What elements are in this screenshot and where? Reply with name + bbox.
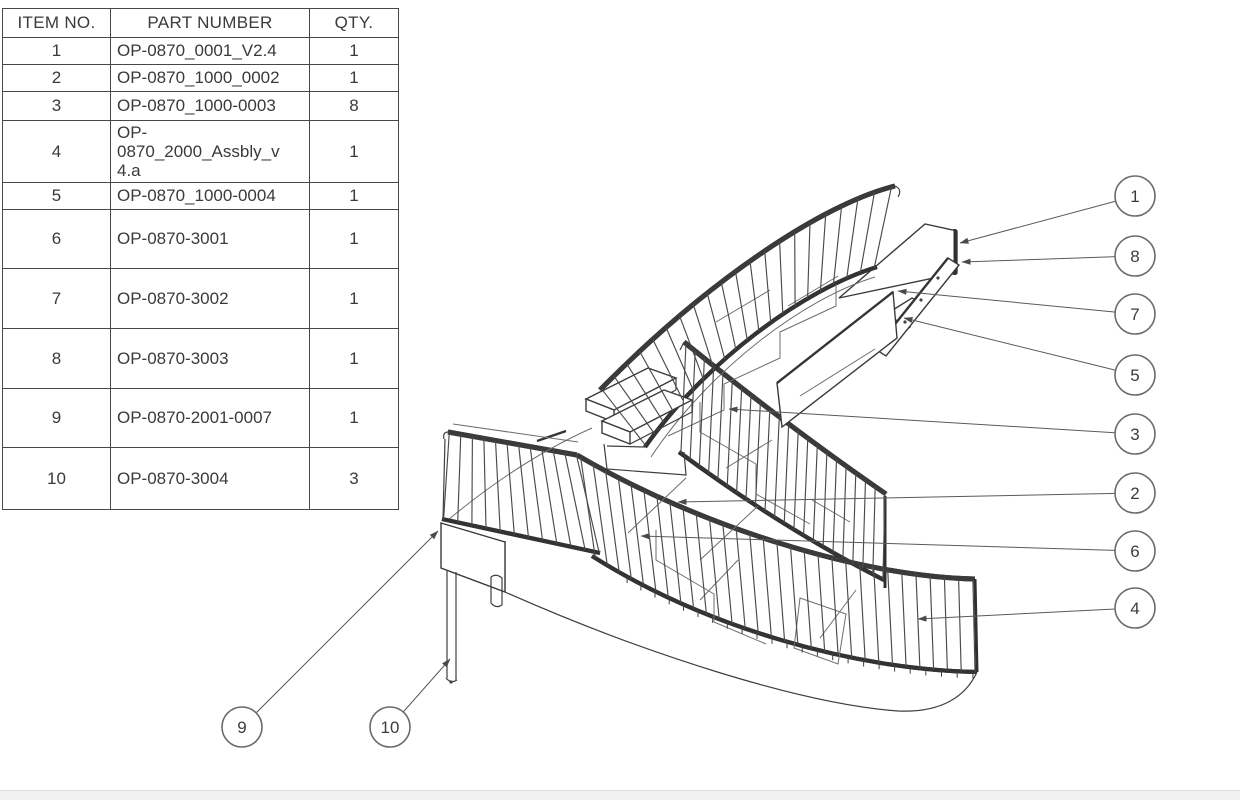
leader-line-3 [728,406,1136,435]
leader-line-7 [897,288,1136,315]
support-leg [445,570,458,684]
leader-line-1 [959,195,1136,244]
bom-part-cell: OP-0870-3002 [110,268,310,329]
bom-qty-cell: 1 [309,64,399,92]
balloon-callouts: 1 8 7 5 3 2 6 4 9 10 [221,175,1156,748]
bom-part-cell: OP-0870-3003 [110,328,310,389]
leader-line-9 [241,530,439,728]
bom-part-cell: OP-0870_1000-0003 [110,91,310,121]
bom-part-cell: OP-0870_0001_V2.4 [110,37,310,65]
bom-item-cell: 6 [2,209,111,269]
balloon-9: 9 [221,706,263,748]
stringer-tick [626,576,974,679]
bom-item-cell: 2 [2,64,111,92]
balloon-6: 6 [1114,530,1156,572]
balloon-10: 10 [369,706,411,748]
bom-qty-cell: 1 [309,328,399,389]
bom-qty-cell: 1 [309,388,399,448]
bom-item-cell: 8 [2,328,111,389]
bom-qty-cell: 1 [309,209,399,269]
bom-item-cell: 7 [2,268,111,329]
leader-line-2 [677,492,1136,505]
leader-line-5 [903,317,1136,376]
baluster [580,457,976,673]
bom-item-cell: 4 [2,120,111,183]
svg-text:1: 1 [1130,187,1139,206]
svg-text:2: 2 [1130,484,1139,503]
skirt-outline [440,567,978,712]
bolt-hole [936,276,940,280]
bom-item-cell: 1 [2,37,111,65]
fascia-panel [776,290,898,429]
bom-part-cell: OP-0870-3004 [110,447,310,510]
bom-qty-cell: 1 [309,268,399,329]
bom-item-cell: 10 [2,447,111,510]
leader-line-6 [640,533,1136,552]
bom-header-2: QTY. [309,8,399,38]
leader-line-8 [961,255,1136,265]
bolt-hole [903,320,907,324]
bom-item-cell: 9 [2,388,111,448]
leader-lines [241,195,1136,728]
svg-text:6: 6 [1130,542,1139,561]
svg-text:10: 10 [381,718,400,737]
bom-part-cell: OP-0870-2001-0007 [110,388,310,448]
baluster [443,432,600,553]
lower-flight-railing [440,455,978,712]
bom-qty-cell: 1 [309,120,399,183]
upper-flight-near-railing [600,186,901,458]
bom-qty-cell: 1 [309,182,399,210]
balusters [443,186,976,679]
balloon-2: 2 [1114,472,1156,514]
balloon-1: 1 [1114,175,1156,217]
bom-part-cell: OP- 0870_2000_Assbly_v 4.a [110,120,310,183]
bom-qty-cell: 3 [309,447,399,510]
svg-text:3: 3 [1130,425,1139,444]
bom-part-cell: OP-0870-3001 [110,209,310,269]
top-landing-assembly [776,223,961,429]
bom-item-cell: 3 [2,91,111,121]
svg-text:9: 9 [237,718,246,737]
svg-text:4: 4 [1130,599,1139,618]
balloon-8: 8 [1114,235,1156,277]
bolt-hole [919,298,923,302]
landing-railing [440,423,600,684]
bom-part-cell: OP-0870_1000-0004 [110,182,310,210]
balloon-3: 3 [1114,413,1156,455]
bottom-bar [0,790,1240,800]
balloon-7: 7 [1114,293,1156,335]
support-post [490,574,503,608]
bom-qty-cell: 8 [309,91,399,121]
svg-text:5: 5 [1130,366,1139,385]
bom-part-cell: OP-0870_1000_0002 [110,64,310,92]
svg-text:8: 8 [1130,247,1139,266]
bom-header-0: ITEM NO. [2,8,111,38]
leader-line-4 [917,607,1136,622]
baluster [680,343,886,580]
landing-fascia-panel [440,522,506,594]
bom-header-1: PART NUMBER [110,8,310,38]
balloon-5: 5 [1114,354,1156,396]
svg-text:7: 7 [1130,305,1139,324]
balloon-4: 4 [1114,587,1156,629]
bom-qty-cell: 1 [309,37,399,65]
mid-landing-treads [536,367,694,476]
bom-item-cell: 5 [2,182,111,210]
baluster [600,186,893,447]
